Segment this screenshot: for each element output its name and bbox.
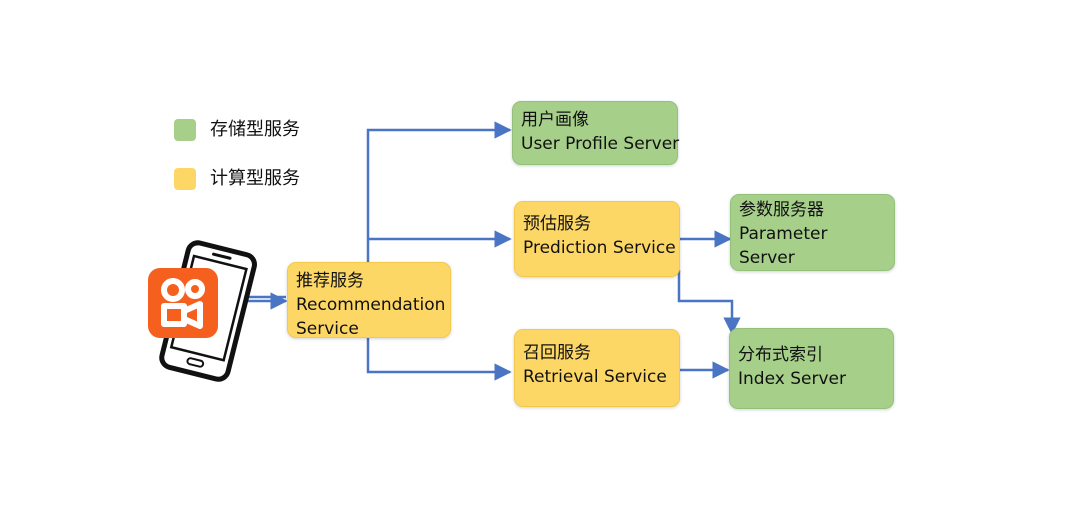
node-recommendation-label-1: Recommendation: [296, 295, 446, 315]
edge-prediction-index: [677, 270, 741, 335]
edge-recommendation-user-profile: [366, 121, 512, 262]
node-prediction-label: Prediction Service: [523, 238, 676, 258]
node-index-server: 分布式索引 Index Server: [729, 328, 894, 409]
node-recommendation-service: 推荐服务 Recommendation Service: [287, 262, 451, 339]
edge-recommendation-retrieval: [366, 338, 512, 381]
node-user-profile-server: 用户画像 User Profile Server: [512, 101, 680, 165]
node-prediction-title: 预估服务: [523, 214, 591, 234]
node-parameter-server: 参数服务器 Parameter Server: [730, 194, 895, 271]
node-parameter-label-1: Parameter: [739, 224, 828, 244]
legend-label-compute: 计算型服务: [210, 168, 300, 189]
legend-swatch-storage: [174, 119, 196, 141]
legend-swatch-compute: [174, 168, 196, 190]
kuaishou-logo-icon: [148, 268, 218, 338]
node-retrieval-label: Retrieval Service: [523, 367, 667, 387]
node-retrieval-service: 召回服务 Retrieval Service: [514, 329, 680, 407]
node-retrieval-title: 召回服务: [523, 343, 591, 363]
node-user-profile-title: 用户画像: [521, 110, 589, 130]
node-user-profile-label: User Profile Server: [521, 134, 680, 154]
node-recommendation-label-2: Service: [296, 319, 359, 339]
smartphone-icon: [148, 240, 257, 382]
node-index-label: Index Server: [738, 369, 846, 389]
node-index-title: 分布式索引: [738, 345, 823, 365]
node-prediction-service: 预估服务 Prediction Service: [514, 201, 680, 277]
legend-label-storage: 存储型服务: [210, 119, 300, 140]
node-parameter-label-2: Server: [739, 248, 795, 268]
node-parameter-title: 参数服务器: [739, 200, 824, 220]
node-recommendation-title: 推荐服务: [296, 271, 364, 291]
